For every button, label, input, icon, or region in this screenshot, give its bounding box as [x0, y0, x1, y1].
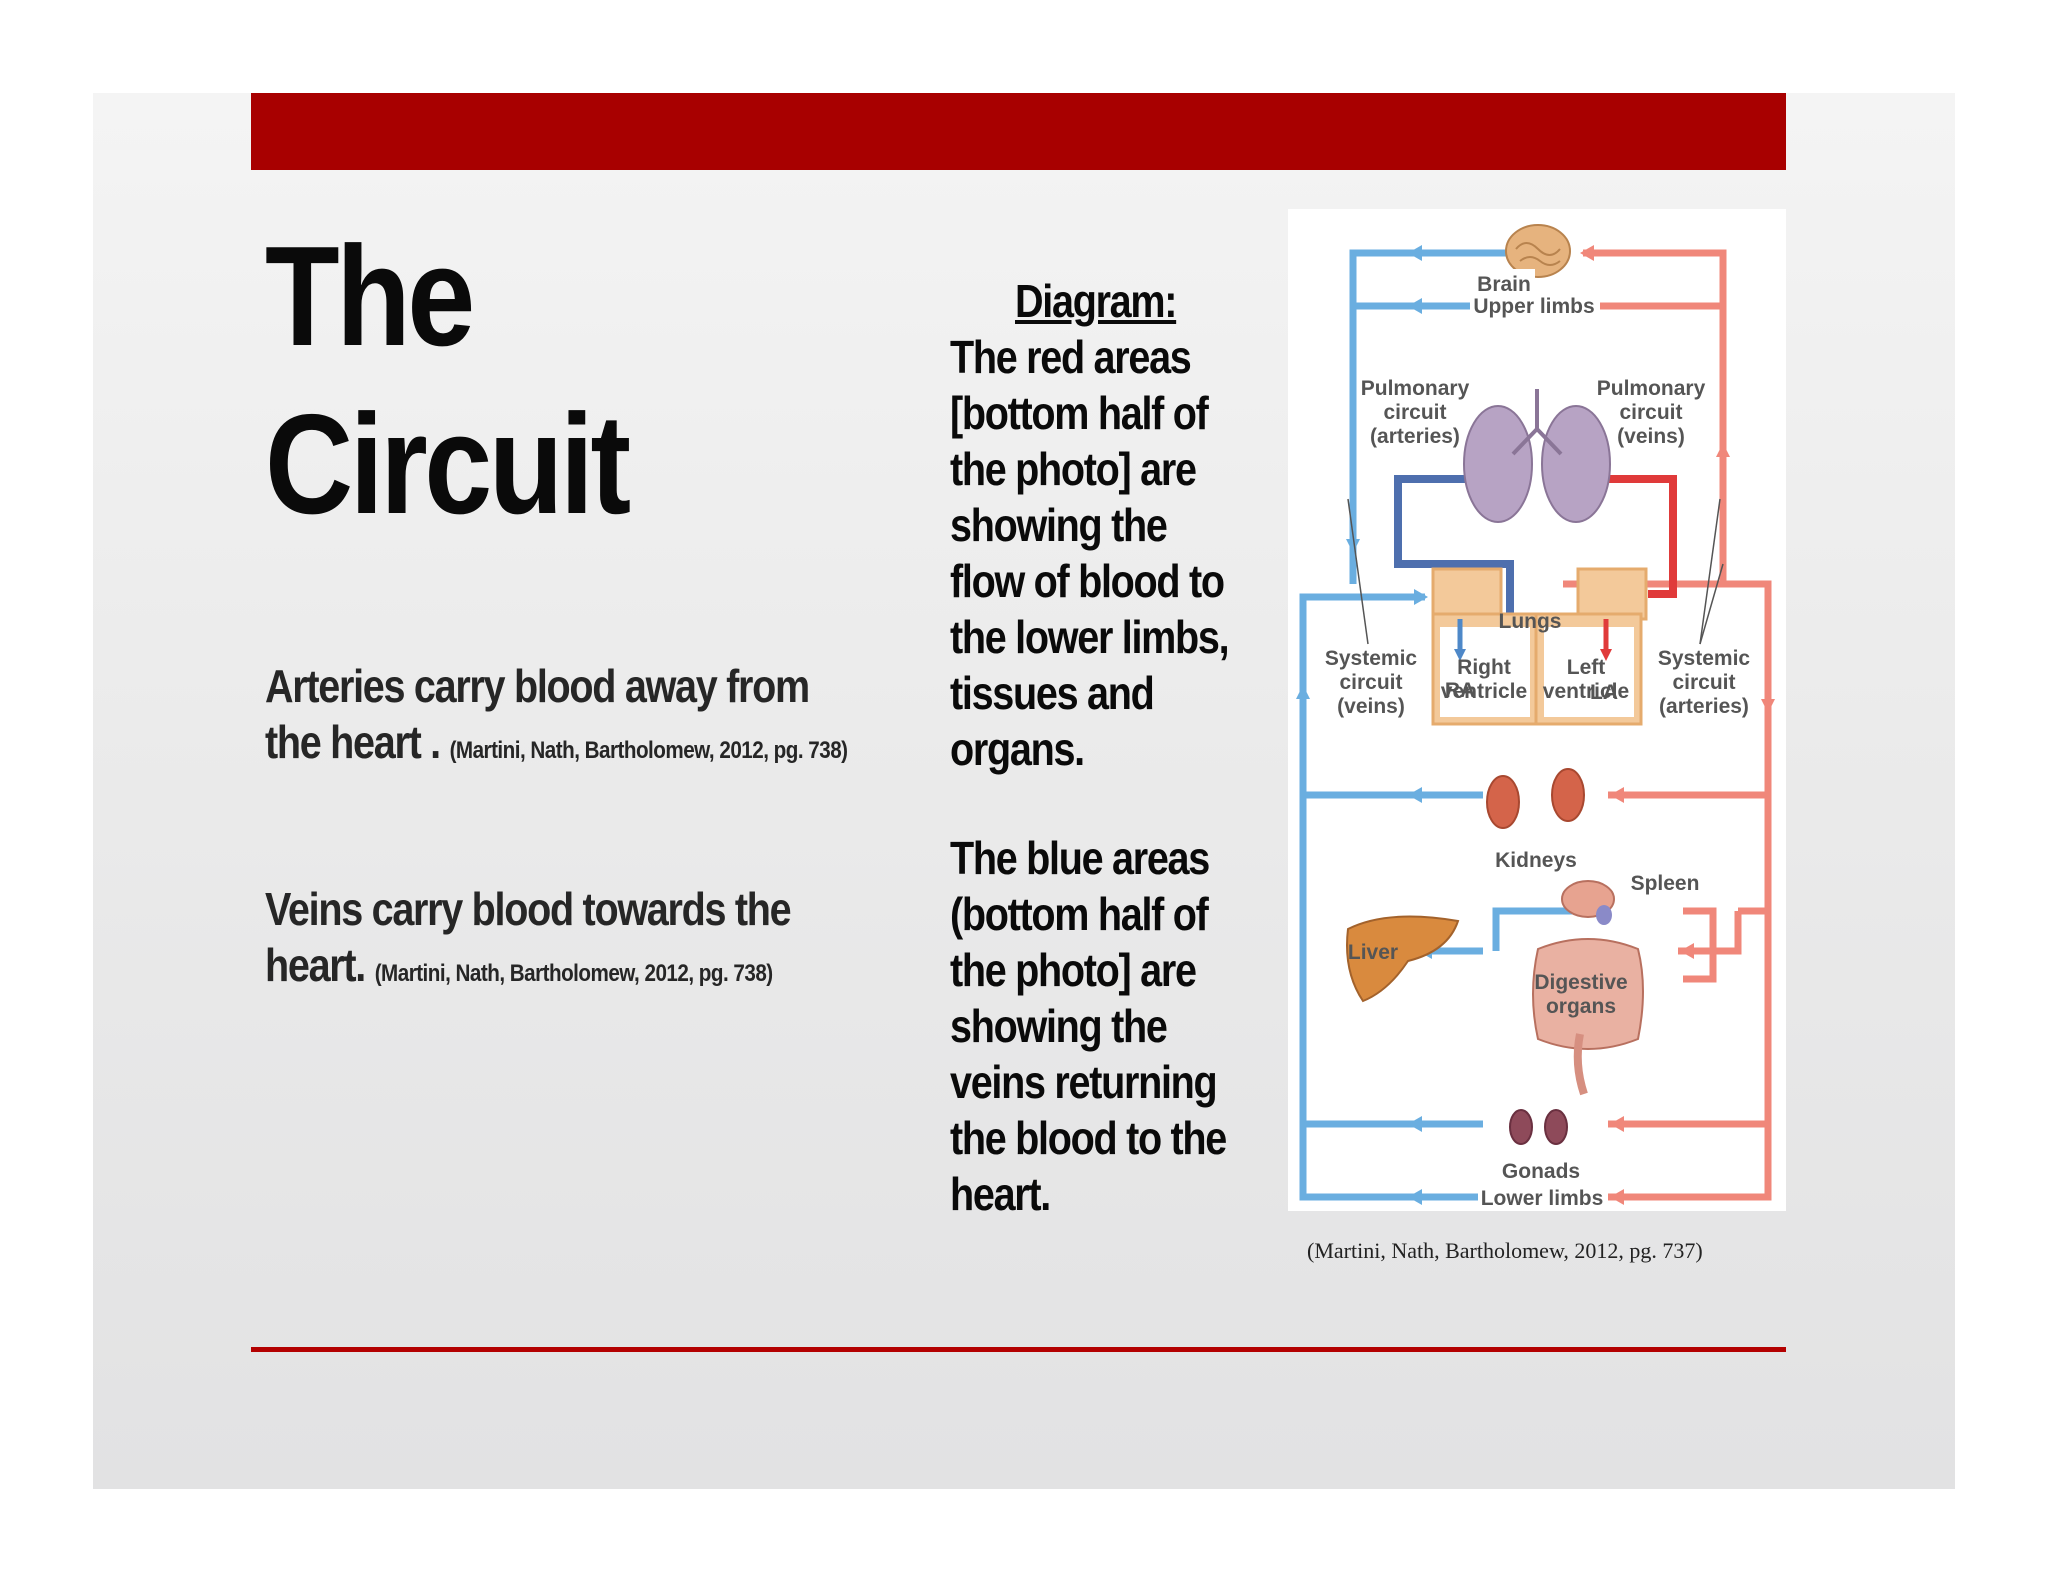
label-lower-limbs: Lower limbs [1481, 1187, 1604, 1210]
figure-citation: (Martini, Nath, Bartholomew, 2012, pg. 7… [1307, 1238, 1703, 1263]
arteries-statement: Arteries carry blood away from the heart… [265, 658, 848, 779]
venous-vessels [1299, 249, 1600, 1201]
label-la: LA [1590, 681, 1618, 704]
left-atrium [1576, 567, 1648, 621]
blue-line: the blood to the [950, 1112, 1227, 1164]
label-systemic-veins-3: (veins) [1337, 695, 1405, 718]
blue-line: heart. [950, 1168, 1051, 1220]
label-digestive-1: Digestive [1534, 971, 1627, 994]
blue-line: The blue areas [950, 832, 1210, 884]
blue-line: (bottom half of [950, 888, 1209, 940]
veins-line-1: Veins carry blood towards the [265, 883, 792, 935]
kidneys-icon [1486, 768, 1585, 829]
circulation-diagram-svg: Brain Upper limbs Pulmonary circuit (art… [1296, 224, 1775, 1211]
label-systemic-veins-2: circuit [1339, 671, 1402, 694]
label-right-ventricle-2: ventricle [1441, 680, 1527, 703]
pulmonary-vein [1600, 475, 1677, 598]
gonads-icon [1509, 1109, 1568, 1145]
veins-line-2: heart. [265, 939, 375, 991]
red-line: organs. [950, 723, 1085, 775]
red-line: showing the [950, 499, 1168, 551]
circulation-diagram: Brain Upper limbs Pulmonary circuit (art… [1288, 209, 1786, 1211]
red-line: the lower limbs, [950, 611, 1230, 663]
arterial-arrowheads [1580, 245, 1775, 1205]
label-pulmonary-arteries-3: (arteries) [1370, 425, 1460, 448]
label-ra: RA [1445, 679, 1475, 702]
label-pulmonary-veins-2: circuit [1619, 401, 1682, 424]
label-kidneys: Kidneys [1495, 849, 1577, 872]
label-pulmonary-veins-3: (veins) [1617, 425, 1685, 448]
label-systemic-arteries-1: Systemic [1658, 647, 1751, 670]
la-arrowhead-icon [1600, 649, 1612, 661]
blue-areas-paragraph: The blue areas (bottom half of the photo… [950, 830, 1234, 1222]
red-line: flow of blood to [950, 555, 1225, 607]
label-upper-limbs: Upper limbs [1473, 295, 1594, 318]
header-accent-bar [251, 93, 1786, 170]
slide: The Circuit Arteries carry blood away fr… [93, 93, 1955, 1489]
title-line-1: The [265, 217, 475, 376]
diagram-heading: Diagram: [1015, 275, 1177, 327]
leader-lines [1347, 498, 1724, 645]
arteries-citation: (Martini, Nath, Bartholomew, 2012, pg. 7… [449, 737, 848, 764]
veins-statement: Veins carry blood towards the heart. (Ma… [265, 881, 815, 1002]
red-line: tissues and [950, 667, 1155, 719]
pulmonary-artery [1394, 475, 1514, 654]
left-ventricle-label-bg [1544, 627, 1634, 717]
blue-line: the photo] are [950, 944, 1197, 996]
label-right-ventricle-1: Right [1457, 656, 1511, 679]
liver-icon [1346, 915, 1460, 1003]
blue-line: showing the [950, 1000, 1168, 1052]
ra-arrowhead-icon [1454, 649, 1466, 661]
label-liver: Liver [1348, 941, 1398, 964]
arterial-vessels [1563, 249, 1772, 1201]
red-line: [bottom half of [950, 387, 1209, 439]
label-brain: Brain [1477, 273, 1531, 296]
label-left-ventricle-2: ventricle [1543, 680, 1629, 703]
slide-title: The Circuit [265, 213, 631, 549]
brain-icon [1505, 224, 1571, 278]
lungs-icon [1463, 389, 1611, 523]
footer-rule [251, 1347, 1786, 1352]
label-systemic-veins-1: Systemic [1325, 647, 1418, 670]
red-line: the photo] are [950, 443, 1197, 495]
arteries-line-2: the heart . [265, 716, 450, 768]
label-pulmonary-arteries-2: circuit [1383, 401, 1446, 424]
right-atrium [1431, 567, 1503, 621]
red-line: The red areas [950, 331, 1192, 383]
diagram-labels: Brain Upper limbs Pulmonary circuit (art… [1325, 269, 1751, 1211]
label-left-ventricle-1: Left [1567, 656, 1606, 679]
veins-citation: (Martini, Nath, Bartholomew, 2012, pg. 7… [374, 960, 773, 987]
label-gonads: Gonads [1502, 1160, 1580, 1183]
title-line-2: Circuit [265, 385, 631, 544]
label-spleen: Spleen [1631, 872, 1700, 895]
blue-line: veins returning [950, 1056, 1218, 1108]
label-pulmonary-veins-1: Pulmonary [1597, 377, 1706, 400]
right-ventricle-label-bg [1440, 627, 1530, 717]
label-systemic-arteries-2: circuit [1672, 671, 1735, 694]
label-pulmonary-arteries-1: Pulmonary [1361, 377, 1470, 400]
label-digestive-2: organs [1546, 995, 1616, 1018]
label-systemic-arteries-3: (arteries) [1659, 695, 1749, 718]
digestive-organs-icon [1532, 880, 1644, 1096]
red-areas-paragraph: The red areas [bottom half of the photo]… [950, 329, 1234, 777]
label-lungs: Lungs [1499, 610, 1562, 633]
arteries-line-1: Arteries carry blood away from [265, 660, 810, 712]
